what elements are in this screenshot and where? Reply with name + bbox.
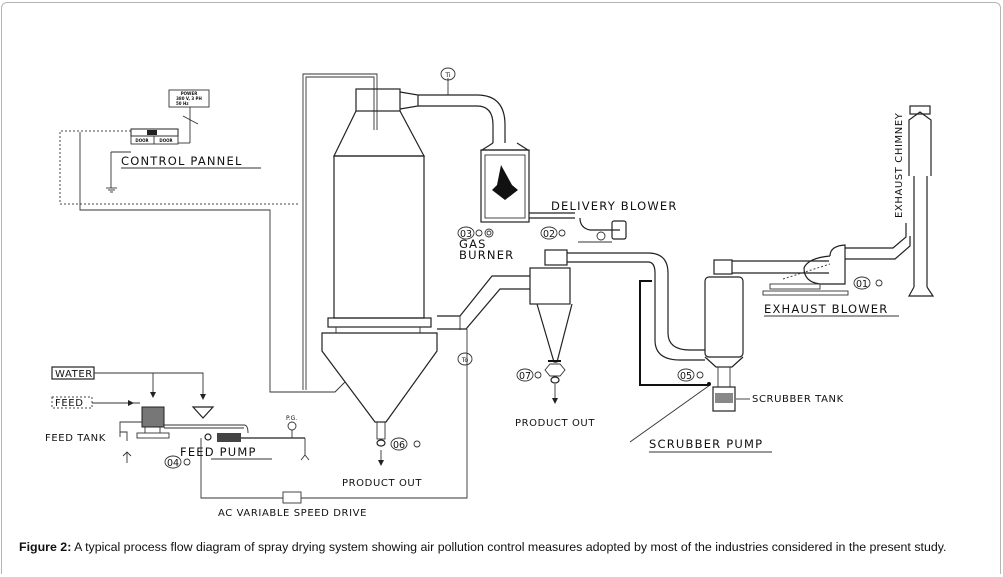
to-instrument-icon	[457, 352, 473, 366]
delivery-blower-label: DELIVERY BLOWER	[551, 199, 678, 213]
power-label: POWER	[181, 91, 198, 96]
svg-text:05: 05	[680, 371, 692, 382]
exhaust-blower-label: EXHAUST BLOWER	[764, 302, 888, 316]
feed-tank-label: FEED TANK	[45, 433, 106, 444]
ti-label: Ti	[444, 72, 450, 79]
control-panel: DOOR DOOR CONTROL PANNEL	[59, 128, 300, 393]
scrubber-tank	[712, 386, 736, 412]
tag-05: 05	[677, 368, 704, 382]
power-frequency: 50 Hz	[176, 101, 189, 106]
figure-caption: Figure 2: A typical process flow diagram…	[19, 540, 994, 555]
door-right-label: DOOR	[159, 138, 172, 143]
tag-04: 04	[164, 455, 191, 469]
gas-burner-label-1: GAS	[459, 237, 487, 251]
tag-03: 03	[457, 226, 494, 240]
caption-label: Figure 2:	[19, 540, 72, 554]
product-out-dryer-label: PRODUCT OUT	[342, 478, 422, 489]
delivery-blower: DELIVERY BLOWER	[551, 199, 678, 243]
exhaust-chimney: EXHAUST CHIMNEY	[894, 105, 935, 297]
hot-air-duct: Ti	[418, 67, 506, 143]
process-flow-diagram: POWER 380 V, 3 PH 50 Hz DOOR DOOR CONTRO…	[45, 67, 935, 519]
wet-scrubber: SCRUBBER TANK 05 SCRUBBER PUMP	[629, 259, 844, 453]
svg-text:02: 02	[543, 229, 555, 240]
flame-icon	[492, 165, 518, 200]
scrubber-tank-label: SCRUBBER TANK	[752, 394, 844, 405]
svg-text:07: 07	[519, 371, 531, 382]
dryer-product-out: 06 PRODUCT OUT	[342, 437, 422, 489]
ti-instrument-icon	[440, 67, 456, 81]
tag-06: 06	[390, 437, 421, 451]
exhaust-chimney-label: EXHAUST CHIMNEY	[894, 112, 905, 218]
pressure-gauge-label: P.G.	[286, 415, 297, 422]
feed-pump-label: FEED PUMP	[180, 445, 257, 459]
feed-inlet-box	[51, 396, 93, 409]
spray-dryer-chamber	[270, 73, 438, 466]
feed-label: FEED	[55, 398, 84, 409]
power-voltage: 380 V, 3 PH	[176, 96, 202, 101]
scrubber-pump-label: SCRUBBER PUMP	[649, 437, 763, 451]
cyclone-separator: To 07 PRODUCT OUT	[437, 249, 705, 490]
svg-text:04: 04	[167, 458, 179, 469]
to-label: To	[461, 357, 469, 364]
door-left-label: DOOR	[135, 138, 148, 143]
tag-07: 07	[516, 368, 542, 382]
svg-text:01: 01	[856, 279, 868, 290]
pressure-gauge-icon	[287, 421, 297, 431]
power-supply-box: POWER 380 V, 3 PH 50 Hz	[168, 89, 210, 144]
exhaust-blower: 01 EXHAUST BLOWER	[732, 223, 911, 317]
ac-variable-speed-drive: AC VARIABLE SPEED DRIVE	[200, 438, 468, 519]
equipment-tags: 03 GAS BURNER 02	[457, 226, 566, 262]
svg-text:06: 06	[393, 440, 405, 451]
feed-system: WATER FEED FEED TANK P.G. 04 FEE	[45, 366, 310, 469]
caption-text: A typical process flow diagram of spray …	[71, 540, 947, 554]
gas-burner-heater	[479, 142, 575, 223]
ac-drive-label: AC VARIABLE SPEED DRIVE	[218, 508, 367, 519]
control-panel-label: CONTROL PANNEL	[121, 154, 243, 168]
water-label: WATER	[55, 369, 93, 380]
feed-tank	[141, 406, 165, 428]
product-out-cyclone-label: PRODUCT OUT	[515, 418, 595, 429]
tag-01: 01	[853, 276, 883, 290]
tag-02: 02	[540, 226, 566, 240]
gas-burner-label-2: BURNER	[459, 248, 514, 262]
svg-text:03: 03	[460, 229, 472, 240]
